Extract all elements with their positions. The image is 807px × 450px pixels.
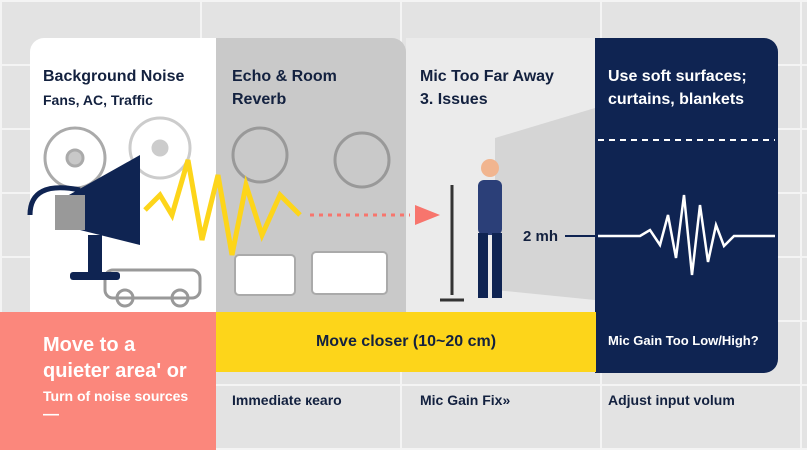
panel-title: Mic Too Far Away <box>420 68 554 85</box>
panel-subtitle: Fans, AC, Traffic <box>43 92 153 108</box>
panel-title: Background Noise <box>43 68 185 85</box>
panel-title: Use soft surfaces; <box>608 68 747 85</box>
panel-subtitle: curtains, blankets <box>608 91 745 108</box>
sound-wave-icon <box>143 159 302 256</box>
panel-subtitle: 3. Issues <box>420 91 488 108</box>
fan-icon <box>43 126 107 190</box>
solution-text: Move closer (10~20 cm) <box>315 333 497 350</box>
footer-text: Adjust input volum <box>608 392 735 408</box>
car-icon <box>103 268 202 308</box>
panel-soft-surfaces <box>595 38 778 373</box>
footer-text: Mic Gain Fix» <box>420 392 511 408</box>
solution-gain: Mic Gain Too Low/High? <box>608 333 759 348</box>
dash: — <box>43 406 59 423</box>
panel-subtitle: Reverb <box>232 91 287 108</box>
distance-label: 2 mh <box>523 228 559 245</box>
solution-text: Turn of noise sources <box>43 388 189 404</box>
megaphone-icon <box>27 155 140 280</box>
solution-distance: Move closer (10~20 cm) <box>216 312 596 372</box>
wall <box>495 108 595 300</box>
solution-text: quieter area' or <box>43 360 187 382</box>
person-with-mic-icon <box>440 159 502 302</box>
solution-text: Move to a <box>43 334 136 356</box>
panel-title: Echo & Room <box>232 68 337 85</box>
arrow-icon <box>415 205 440 225</box>
solution-noise: Move to a quieter area' or Turn of noise… <box>0 312 216 450</box>
footer-text: Immediate кeаro <box>232 392 342 408</box>
waveform-icon <box>598 194 775 276</box>
fan-icon <box>231 126 391 189</box>
fan-icon <box>128 116 192 180</box>
